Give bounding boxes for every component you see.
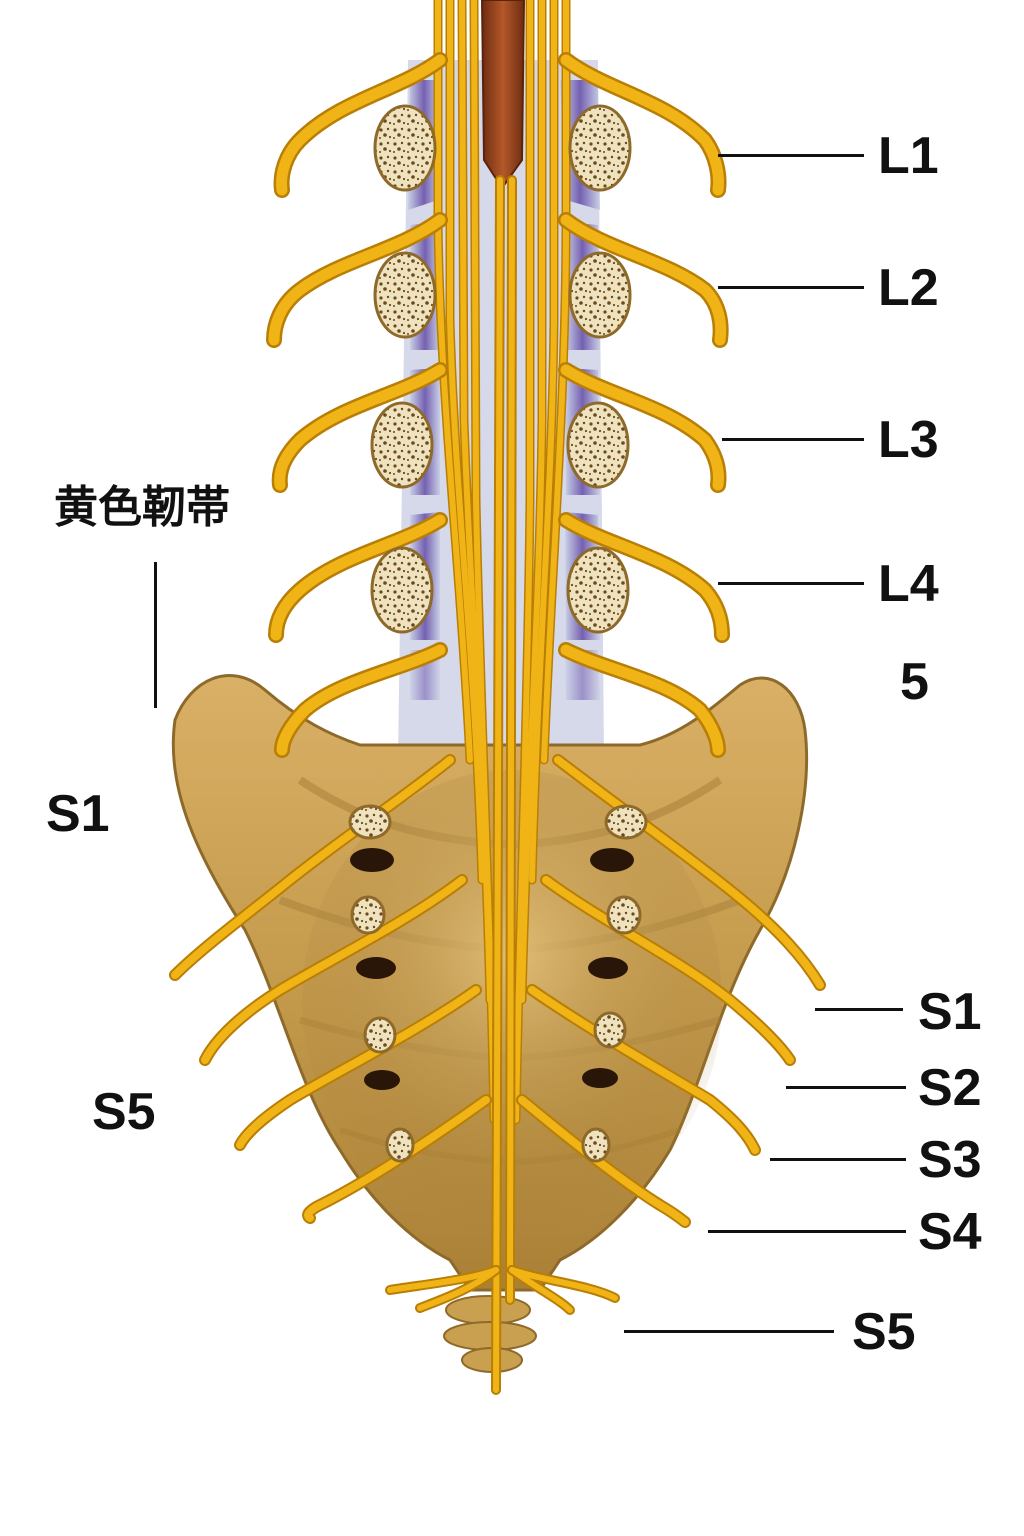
lumbar-nerves xyxy=(266,52,730,758)
label-l5: 5 xyxy=(900,653,929,711)
leader-line-s2 xyxy=(786,1086,906,1089)
cauda-equina-bundle xyxy=(433,0,571,1395)
sacral-nerves xyxy=(169,754,826,1315)
label-s4: S4 xyxy=(918,1203,982,1261)
label-s1-right: S1 xyxy=(918,983,982,1041)
leader-line-l4 xyxy=(718,582,864,585)
leader-line-l1 xyxy=(718,154,864,157)
label-l1: L1 xyxy=(878,127,939,185)
leader-line-s3 xyxy=(770,1158,906,1161)
leader-line-s4 xyxy=(708,1230,906,1233)
label-l4: L4 xyxy=(878,555,939,613)
label-ligamentum-flavum: 黄色靭帯 xyxy=(54,482,230,533)
label-s5-left: S5 xyxy=(92,1083,156,1141)
leader-line-l3 xyxy=(722,438,864,441)
label-s5-right: S5 xyxy=(852,1303,916,1361)
leader-line-s1 xyxy=(815,1008,903,1011)
label-s3: S3 xyxy=(918,1131,982,1189)
leader-line-l2 xyxy=(718,286,864,289)
conus-medullaris xyxy=(480,0,526,190)
label-l3: L3 xyxy=(878,411,939,469)
vertebral-cross-sections xyxy=(348,104,648,1163)
leader-line-s5 xyxy=(624,1330,834,1333)
label-s1-left: S1 xyxy=(46,785,110,843)
leader-line-ligamentum-flavum xyxy=(154,562,157,708)
label-s2: S2 xyxy=(918,1059,982,1117)
label-l2: L2 xyxy=(878,259,939,317)
